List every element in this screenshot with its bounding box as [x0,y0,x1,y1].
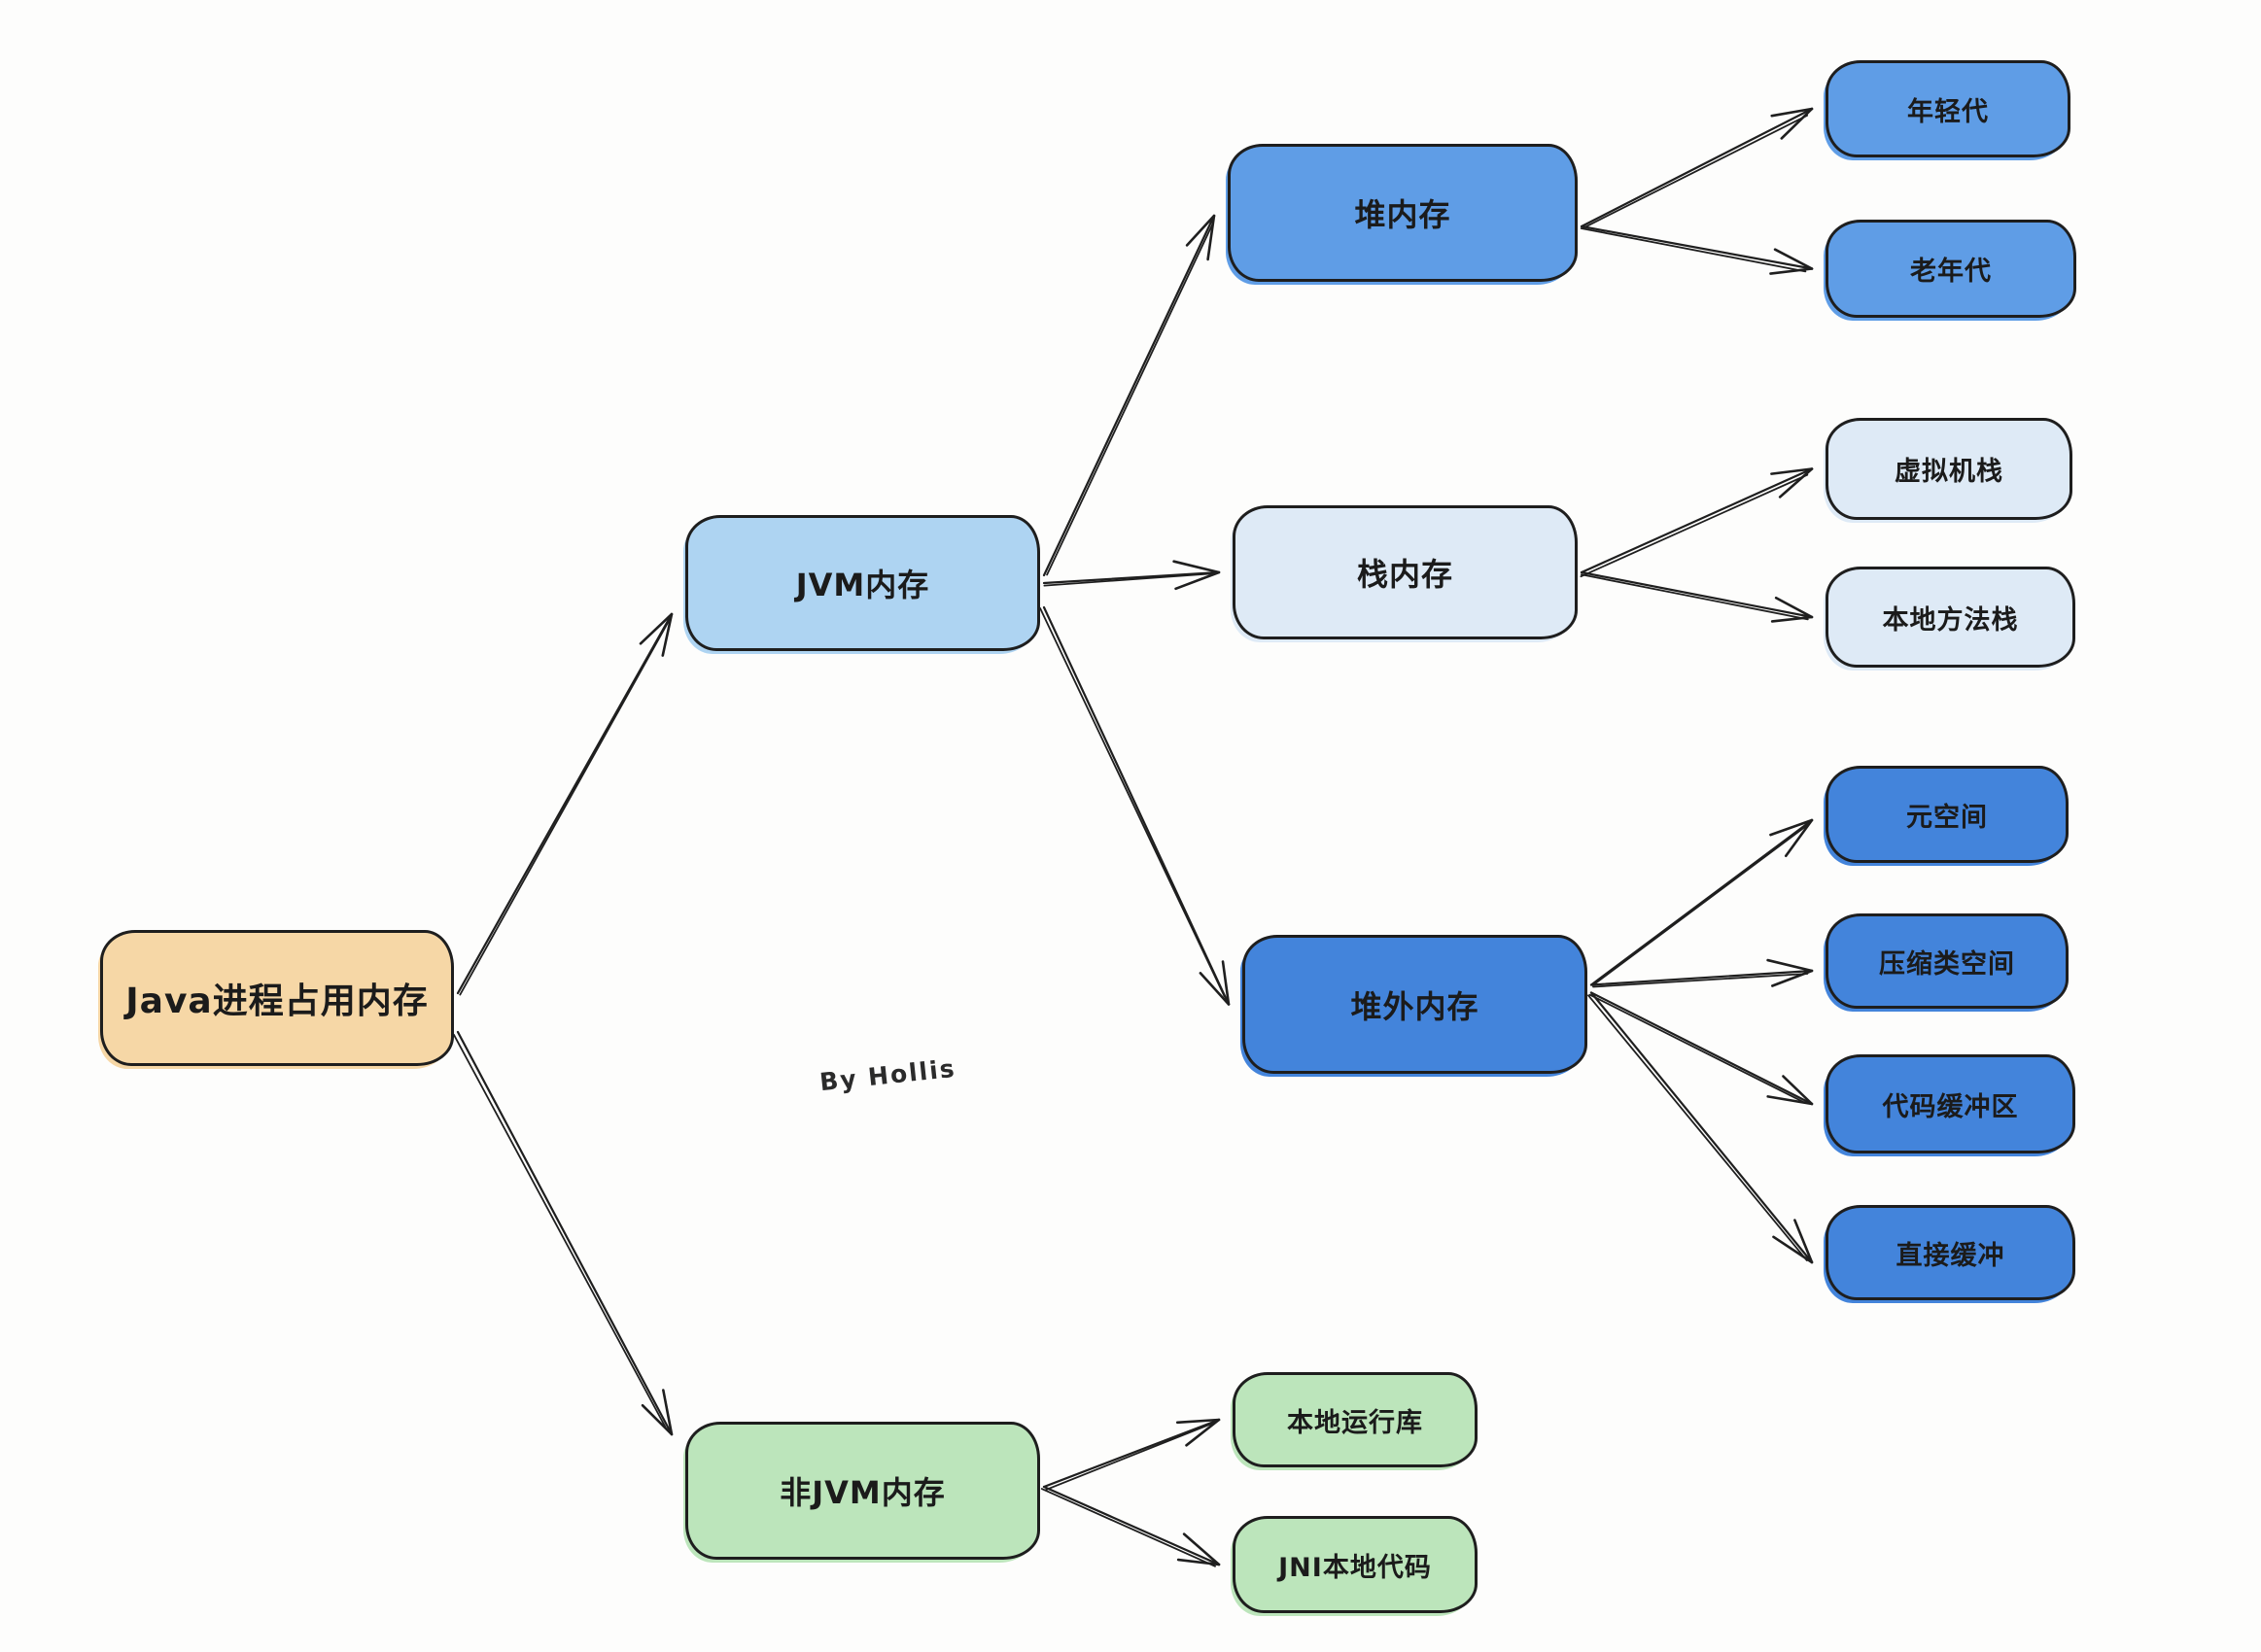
edge-heap-old [1580,224,1814,275]
node-stack-memory[interactable]: 栈内存 [1233,505,1578,639]
edge-off_heap-compressed_class_space [1589,958,1814,988]
node-code-cache[interactable]: 代码缓冲区 [1826,1054,2075,1153]
edge-jvm-off_heap [1039,605,1231,1006]
node-vm-stack[interactable]: 虚拟机栈 [1826,418,2072,520]
node-old-generation[interactable]: 老年代 [1826,220,2076,318]
node-metaspace[interactable]: 元空间 [1826,766,2069,863]
node-jvm-memory[interactable]: JVM内存 [685,515,1040,651]
node-java-process-memory[interactable]: Java进程占用内存 [100,930,454,1066]
node-compressed-class-space[interactable]: 压缩类空间 [1826,913,2069,1009]
node-native-method-stack[interactable]: 本地方法栈 [1826,567,2075,668]
node-direct-buffer[interactable]: 直接缓冲 [1826,1205,2075,1300]
node-native-runtime-library[interactable]: 本地运行库 [1233,1372,1478,1467]
node-heap-memory[interactable]: 堆内存 [1228,144,1578,282]
edge-off_heap-code_cache [1588,991,1814,1106]
edge-heap-young [1580,107,1814,229]
edge-stack-vm_stack [1580,467,1814,578]
edge-stack-native_method_stack [1580,570,1814,623]
watermark-by-hollis: By Hollis [817,1053,957,1097]
edge-jvm-stack [1042,560,1221,591]
edge-root-non_jvm [453,1030,674,1436]
edge-jvm-heap [1042,214,1216,577]
edge-non_jvm-native_lib [1042,1418,1221,1491]
node-jni-native-code[interactable]: JNI本地代码 [1233,1516,1478,1613]
edge-root-jvm [456,612,674,996]
edge-off_heap-metaspace [1589,818,1814,986]
edge-off_heap-direct_buffer [1587,991,1814,1264]
node-non-jvm-memory[interactable]: 非JVM内存 [685,1422,1040,1560]
node-young-generation[interactable]: 年轻代 [1826,60,2070,157]
edge-non_jvm-jni_native_code [1040,1485,1221,1567]
node-off-heap-memory[interactable]: 堆外内存 [1242,935,1587,1074]
